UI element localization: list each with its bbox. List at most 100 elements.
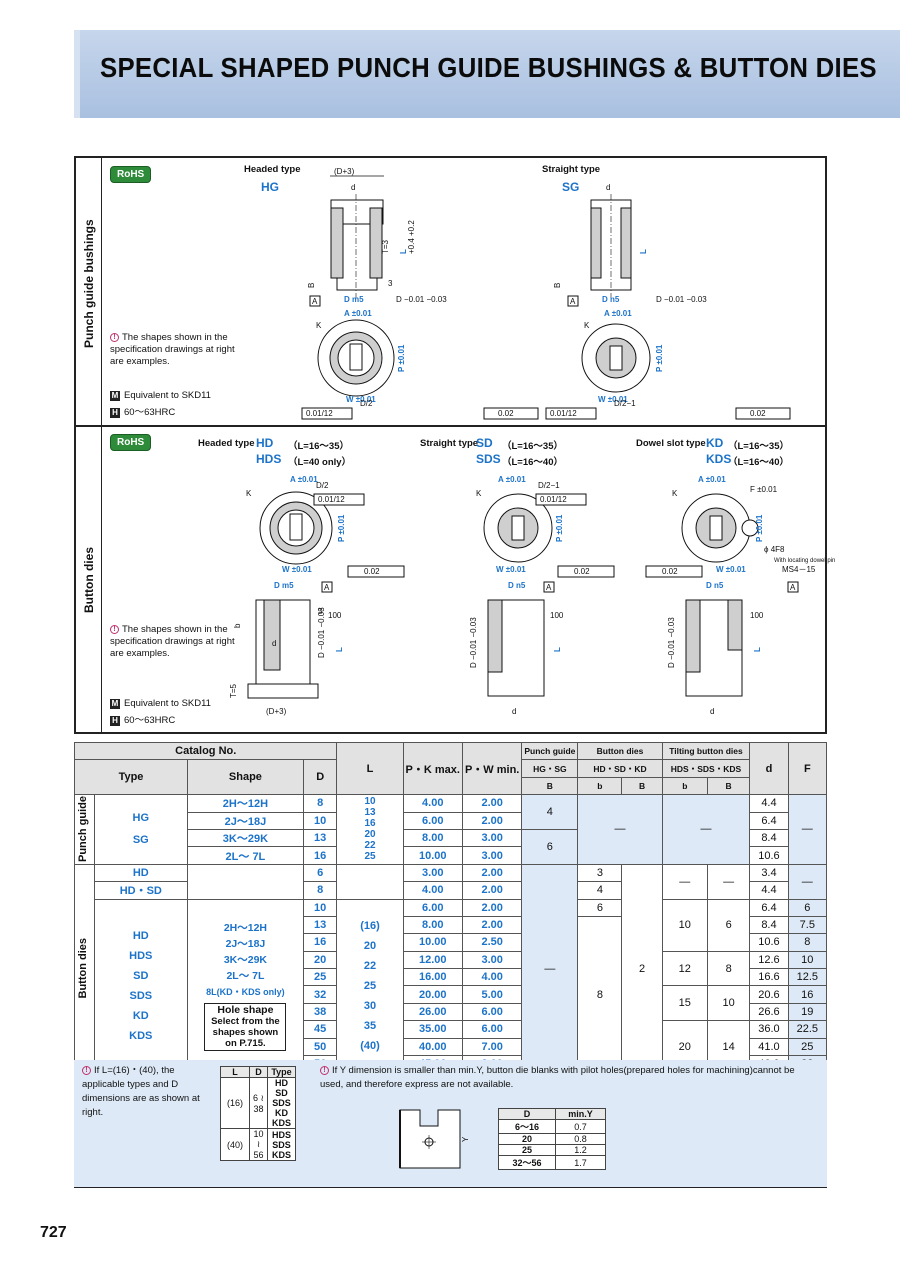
- th-catalog: Catalog No.: [73, 741, 338, 761]
- kd-L-label: L: [753, 647, 762, 652]
- bd-d-cell: 3.4: [749, 863, 789, 883]
- hg-D-tol: D −0.01 −0.03: [396, 295, 447, 304]
- sd-drawing: K A ±0.01 D/2−1 0.01/12 P ±0.01 W ±0.01 …: [469, 475, 615, 716]
- pg-shape-cell: 3K～29K: [186, 828, 304, 848]
- bd-dowel-label: Dowel slot type: [636, 438, 706, 449]
- pg-pw-cell: 2.00: [461, 811, 523, 830]
- sd-100-label: 100: [550, 611, 564, 620]
- th-hds-sds-kds: HDS・SDS・KDS: [661, 759, 751, 778]
- bd-pk-cell: 26.00: [402, 1002, 463, 1022]
- bd-b-cell: 6: [577, 898, 623, 917]
- sg-D2m1-label: D/2−1: [614, 399, 636, 408]
- bd-D-cell: 8: [302, 881, 338, 900]
- hd-d-label: d: [272, 639, 276, 648]
- hg-par-label: 0.01/12: [306, 409, 333, 418]
- sg-A-box: A: [570, 297, 576, 306]
- bd-d-cell: 36.0: [749, 1020, 789, 1039]
- bd-shape-blank: [186, 863, 304, 900]
- hd-L-label: L: [335, 647, 344, 652]
- sd-A-box: A: [546, 583, 552, 592]
- kd-F-label: F ±0.01: [750, 485, 778, 494]
- sg-Dn5-label: D n5: [602, 295, 620, 304]
- sd-W-label: W ±0.01: [496, 565, 526, 574]
- bd-d-cell: 10.6: [749, 933, 789, 952]
- hd-drawing: K A ±0.01 D/2 0.01/12 P ±0.01 W ±0.01 0.…: [229, 475, 405, 716]
- hardness-icon: H: [110, 408, 120, 418]
- bd-F-cell: 12.5: [787, 968, 828, 987]
- th-shape: Shape: [186, 759, 304, 796]
- hd-A-box: A: [324, 583, 330, 592]
- info-icon: !: [320, 1065, 329, 1075]
- hg-3-label: 3: [388, 279, 393, 288]
- sg-A-tol: A ±0.01: [604, 309, 632, 318]
- hd-K-label: K: [246, 489, 252, 498]
- bd-d-cell: 6.4: [749, 898, 789, 917]
- hd-Dm5-label: D m5: [274, 581, 294, 590]
- bd-D-cell: 6: [302, 863, 338, 883]
- bd-headed-range2: （L=40 only）: [288, 457, 352, 468]
- hg-K-label: K: [316, 321, 322, 330]
- sd-L-label: L: [553, 647, 562, 652]
- bd-tilt-b-dash: —: [661, 863, 708, 900]
- y-label: Y: [461, 1136, 470, 1142]
- sd-D2m1-label: D/2−1: [538, 481, 560, 490]
- sg-P-label: P ±0.01: [655, 344, 664, 372]
- pg-d-cell: 10.6: [749, 846, 789, 865]
- kd-drawing: K A ±0.01 F ±0.01 P ±0.01 ϕ 4F8 With loc…: [645, 475, 835, 716]
- th-F: F: [787, 741, 828, 796]
- th-d: d: [749, 741, 789, 796]
- hg-T-label: T=3: [381, 239, 390, 254]
- kd-d-label: d: [710, 707, 714, 716]
- bd-d-cell: 12.6: [749, 950, 789, 970]
- bd-headed-label: Headed type: [198, 438, 255, 449]
- sd-Dn5-label: D n5: [508, 581, 526, 590]
- bd-tilt-B-dash: —: [706, 863, 751, 900]
- pg-section-cell: Punch guide: [74, 794, 95, 865]
- sd-flat-label: 0.02: [574, 567, 590, 576]
- bd-d-cell: 4.4: [749, 881, 789, 900]
- kd-pin-note: With locating dowel pin: [774, 558, 835, 564]
- pg-D-cell: 13: [302, 828, 338, 848]
- pg-pk-cell: 6.00: [402, 811, 463, 830]
- sg-W-label: W ±0.01: [598, 395, 628, 404]
- sd-P-label: P ±0.01: [555, 514, 564, 542]
- bd-pw-cell: 4.00: [461, 968, 523, 987]
- sg-K-label: K: [584, 321, 590, 330]
- bd-F-cell: 10: [787, 950, 828, 970]
- hg-Dm5-label: D m5: [344, 295, 364, 304]
- bd-dowel-code2: KDS: [706, 452, 732, 466]
- table-row: 13 8.00 2.00 8 8.4 7.5: [75, 915, 828, 1074]
- kd-100-label: 100: [750, 611, 764, 620]
- bd-pw-cell: 6.00: [461, 1002, 523, 1022]
- bd-b-eight: 8: [577, 915, 623, 1074]
- sg-par-label: 0.01/12: [550, 409, 577, 418]
- section-label-punch-guide: Punch guide bushings: [82, 219, 96, 348]
- bd-D-cell: 38: [302, 1002, 338, 1022]
- info-icon: !: [110, 624, 119, 634]
- kd-A-tol: A ±0.01: [698, 475, 726, 484]
- th-type: Type: [74, 759, 188, 796]
- pg-headed-code: HG: [261, 180, 279, 194]
- bd-D-cell: 32: [302, 985, 338, 1004]
- bd-pk-cell: 12.00: [402, 950, 463, 970]
- section-label-button-dies: Button dies: [82, 547, 96, 613]
- hd-D-tol: D −0.01 −0.03: [317, 607, 326, 658]
- th-b-1: b: [577, 776, 623, 796]
- spec-table-wrap: Catalog No. L P・K max. P・W min. Punch gu…: [73, 741, 828, 1074]
- bd-dowel-range2: （L=16～40）: [728, 457, 789, 468]
- bd-dowel-code: KD: [706, 436, 724, 450]
- bd-tilt-b: 12: [661, 950, 708, 987]
- footnote-area: !If L=(16)・(40), the applicable types an…: [74, 1060, 827, 1188]
- pg-straight-code: SG: [562, 180, 580, 194]
- section-divider: [76, 425, 825, 427]
